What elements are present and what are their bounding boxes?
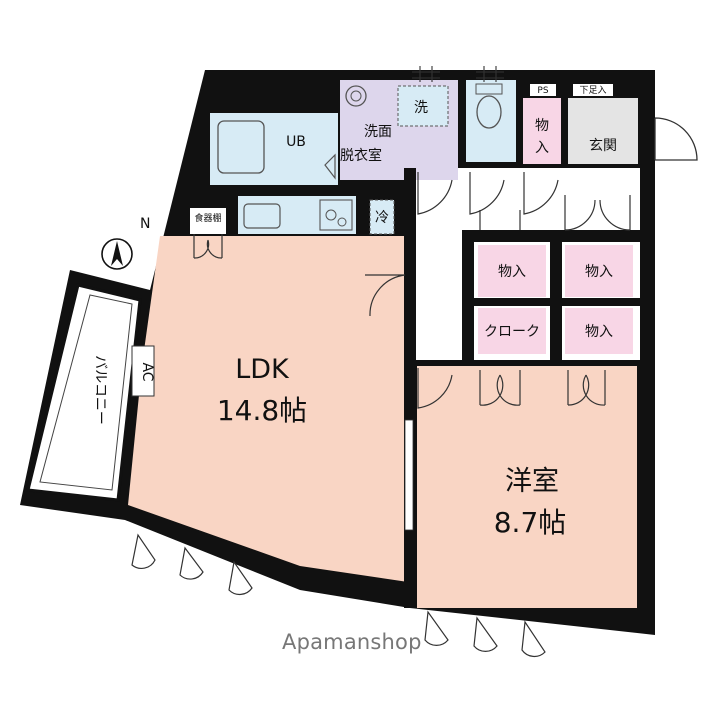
western-room-size: 8.7帖	[494, 506, 567, 539]
compass-north-label: N	[140, 216, 150, 232]
washroom-label-1: 洗面	[364, 124, 392, 140]
fridge-icon	[369, 199, 395, 235]
ub-label: UB	[286, 134, 306, 150]
cloak-label: クローク	[484, 324, 540, 340]
entrance-area	[568, 98, 638, 164]
storage-top-label-1: 物	[535, 118, 549, 134]
door-swings	[193, 172, 631, 409]
cupboard-label: 食器棚	[194, 212, 221, 224]
storage-top	[523, 98, 561, 164]
closet-2	[565, 245, 633, 297]
washer-label: 洗	[414, 100, 428, 116]
closet-1	[478, 245, 546, 297]
brand-watermark: Apamanshop	[282, 630, 422, 654]
closet-3-label: 物入	[585, 324, 613, 340]
western-room-label: 洋室	[505, 466, 559, 497]
washroom-label-2: 脱衣室	[340, 147, 382, 164]
unit-bath	[210, 113, 338, 185]
fridge-label: 冷	[375, 210, 389, 226]
western-room-floor	[417, 366, 637, 608]
washer-icon	[397, 85, 449, 127]
bathtub-icon	[217, 120, 265, 174]
ac-unit	[131, 345, 155, 397]
storage-top-label-2: 入	[535, 140, 549, 156]
windows	[131, 533, 546, 658]
stove-icon	[325, 209, 337, 221]
ac-label: AC	[139, 362, 155, 381]
closet-2-label: 物入	[585, 264, 613, 280]
balcony-label: バルコニー	[92, 355, 108, 425]
cloak-closet	[478, 308, 546, 354]
ldk-label: LDK	[235, 354, 290, 385]
shoe-box-label: 下足入	[579, 85, 606, 96]
entrance-label: 玄関	[589, 137, 617, 154]
bath-door-icon	[324, 153, 336, 180]
sliding-door	[404, 419, 414, 531]
toilet-icon	[476, 95, 502, 129]
closet-1-label: 物入	[498, 264, 526, 280]
ldk-size: 14.8帖	[217, 394, 307, 427]
toilet-room	[466, 80, 516, 162]
compass-icon	[101, 238, 133, 270]
ps-label: PS	[537, 86, 548, 96]
closet-3	[565, 308, 633, 354]
cupboard	[190, 208, 226, 234]
sink-icon	[345, 85, 367, 107]
front-door-icon	[654, 117, 698, 161]
ldk-floor	[128, 236, 408, 582]
